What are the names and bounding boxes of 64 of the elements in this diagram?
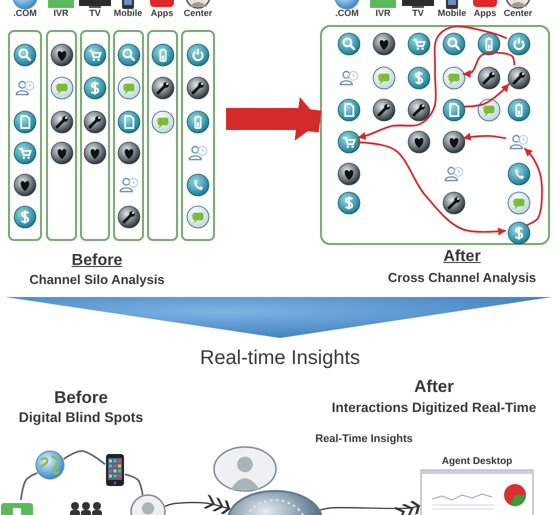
document-icon <box>337 98 361 122</box>
section-heading: Before <box>72 252 122 270</box>
photo-placeholder <box>213 446 277 492</box>
caption-text: Real-Time Insights <box>315 433 413 446</box>
battery-icon <box>477 32 501 56</box>
arrow <box>358 26 507 140</box>
wrench-icon <box>477 66 501 90</box>
search-icon <box>337 32 361 56</box>
smartphone-icon <box>105 453 125 487</box>
wrench-icon <box>407 98 431 122</box>
search-icon <box>442 32 466 56</box>
channel-column <box>147 30 178 241</box>
cart-icon <box>337 130 361 154</box>
channel-label: Center <box>184 9 212 19</box>
channel-label: Apps <box>150 9 174 19</box>
chat-icon <box>372 66 396 90</box>
section-subheading: Cross Channel Analysis <box>388 271 536 286</box>
channel-label: .COM <box>13 9 37 19</box>
chat-icon <box>477 98 501 122</box>
power-icon <box>507 32 531 56</box>
connector-line <box>124 473 144 495</box>
channel-label: Apps <box>474 9 496 19</box>
chat-icon <box>507 191 531 215</box>
channel-label: Center <box>504 9 532 19</box>
arrow <box>358 141 506 236</box>
channel-label: Mobile <box>438 9 466 19</box>
center-heading: Real-time Insights <box>200 347 360 369</box>
document-icon <box>442 98 466 122</box>
connector-line <box>20 472 38 500</box>
channel-column <box>80 30 110 241</box>
dollar-icon <box>407 66 431 90</box>
connector-line <box>63 450 106 465</box>
phone-icon <box>507 162 531 186</box>
channel-column <box>181 30 215 241</box>
channel-label: TV <box>89 9 101 19</box>
battery-icon <box>507 98 531 122</box>
dollar-icon <box>507 221 531 245</box>
section-heading: After <box>414 378 454 397</box>
channel-column <box>8 30 42 241</box>
arrow <box>462 52 516 78</box>
cart-icon <box>407 32 431 56</box>
wrench-icon <box>372 98 396 122</box>
channel-label: IVR <box>53 9 68 19</box>
section-subheading: Digital Blind Spots <box>18 410 144 426</box>
chat-icon <box>442 66 466 90</box>
wrench-icon <box>507 66 531 90</box>
section-subheading: Channel Silo Analysis <box>29 273 165 288</box>
section-heading: After <box>443 248 481 266</box>
channel-label: .COM <box>335 9 359 19</box>
dollar-icon <box>337 191 361 215</box>
channel-label: TV <box>412 9 424 19</box>
channel-column <box>113 30 144 241</box>
arrow <box>462 132 506 140</box>
channel-label: Mobile <box>114 9 142 19</box>
analysis-panel <box>320 25 550 245</box>
section-heading: Before <box>54 389 108 408</box>
channel-label: IVR <box>375 9 390 19</box>
window-title: Agent Desktop <box>440 456 514 467</box>
globe-icon <box>35 450 65 480</box>
block-arrow <box>226 97 322 141</box>
arrow <box>524 148 543 226</box>
section-subheading: Interactions Digitized Real-Time <box>332 401 536 416</box>
channel-column <box>46 30 77 241</box>
wrench-icon <box>442 191 466 215</box>
